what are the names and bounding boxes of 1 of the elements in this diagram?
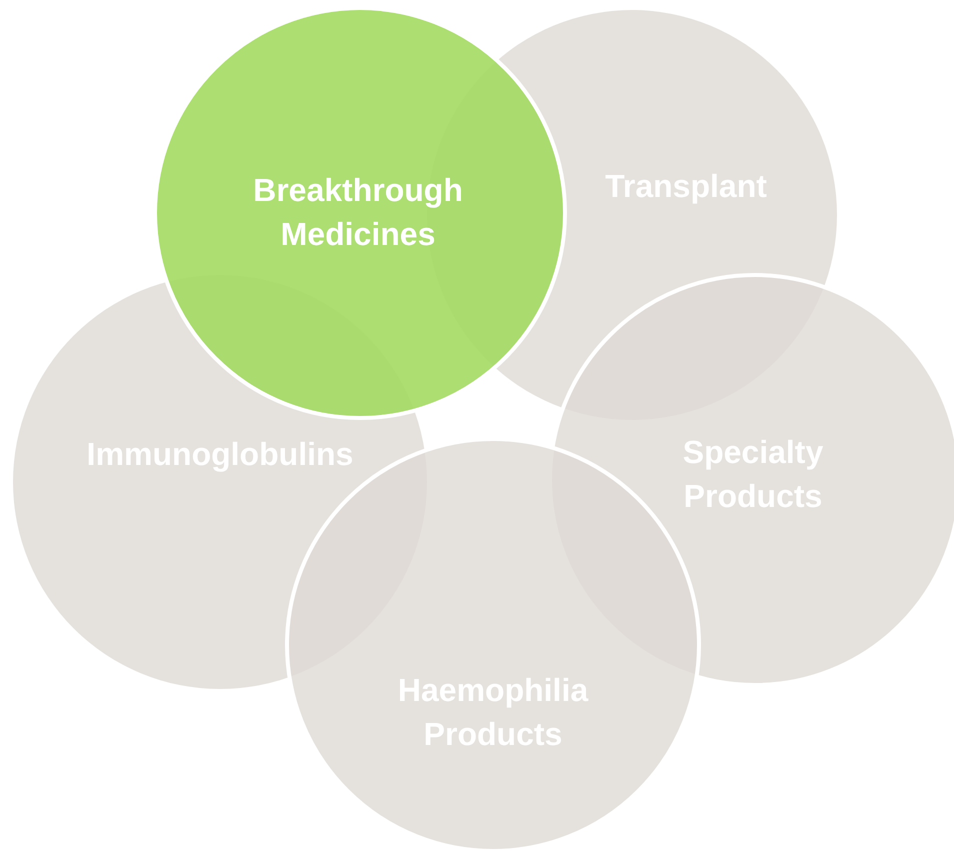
circle-label: Breakthrough Medicines	[252, 171, 464, 254]
